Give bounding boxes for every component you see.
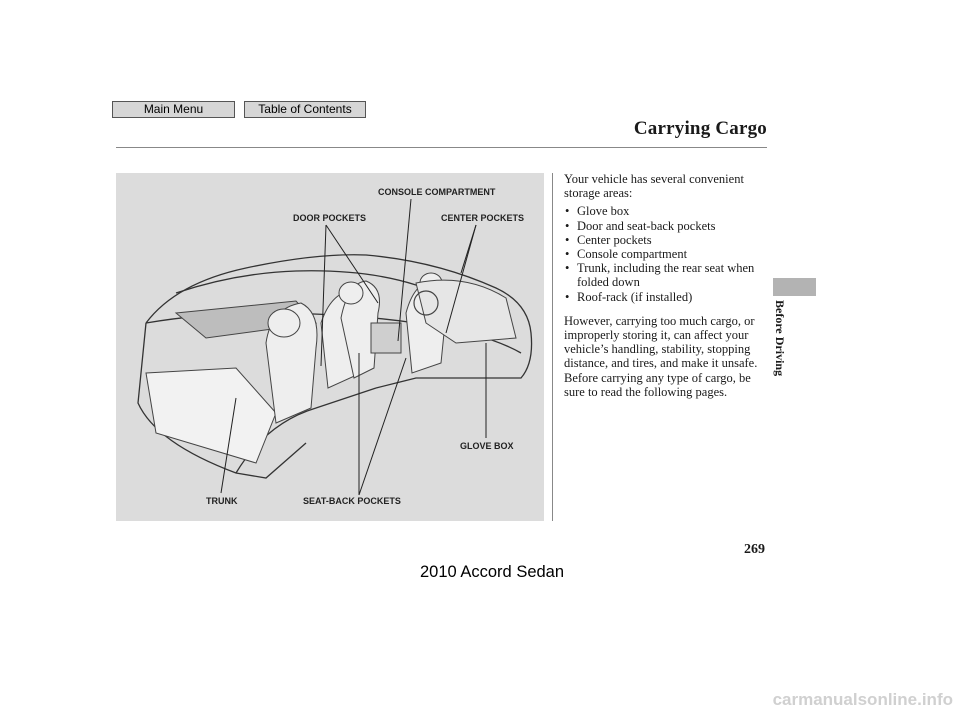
chapter-side-label: Before Driving <box>770 300 820 470</box>
steering-wheel <box>413 290 439 316</box>
list-item: Console compartment <box>564 247 774 261</box>
chapter-tab-block <box>773 278 816 296</box>
chapter-label-text: Before Driving <box>773 300 787 377</box>
intro-paragraph: Your vehicle has several convenient stor… <box>564 172 744 201</box>
callout-lines <box>220 198 487 496</box>
watermark: carmanualsonline.info <box>772 690 953 709</box>
list-item: Trunk, including the rear seat when fold… <box>564 261 774 289</box>
body-text: Your vehicle has several convenient stor… <box>564 172 774 399</box>
callout-console-compartment: CONSOLE COMPARTMENT <box>378 187 496 197</box>
callout-center-pockets: CENTER POCKETS <box>441 213 524 223</box>
car-interior-illustration: CONSOLE COMPARTMENT DOOR POCKETS CENTER … <box>116 173 544 521</box>
list-item: Roof-rack (if installed) <box>564 290 774 304</box>
callout-door-pockets: DOOR POCKETS <box>293 213 366 223</box>
callout-glove-box: GLOVE BOX <box>460 441 514 451</box>
callout-trunk: TRUNK <box>206 496 238 506</box>
table-of-contents-button[interactable]: Table of Contents <box>244 101 366 118</box>
center-console <box>370 322 402 354</box>
section-title: Carrying Cargo <box>633 118 767 139</box>
trunk-floor <box>145 367 277 464</box>
list-item: Glove box <box>564 204 774 218</box>
main-menu-button[interactable]: Main Menu <box>112 101 235 118</box>
callout-seat-back-pockets: SEAT-BACK POCKETS <box>303 496 401 506</box>
list-item: Door and seat-back pockets <box>564 219 774 233</box>
list-item: Center pockets <box>564 233 774 247</box>
column-divider <box>552 173 553 521</box>
storage-list: Glove box Door and seat-back pockets Cen… <box>564 204 774 304</box>
page-number: 269 <box>744 542 765 557</box>
dashboard <box>415 279 517 344</box>
seats <box>265 272 448 424</box>
car-cutaway-drawing: CONSOLE COMPARTMENT DOOR POCKETS CENTER … <box>137 187 533 506</box>
warning-paragraph: However, carrying too much cargo, or imp… <box>564 313 758 399</box>
header-rule <box>116 147 767 148</box>
model-title: 2010 Accord Sedan <box>420 563 565 581</box>
